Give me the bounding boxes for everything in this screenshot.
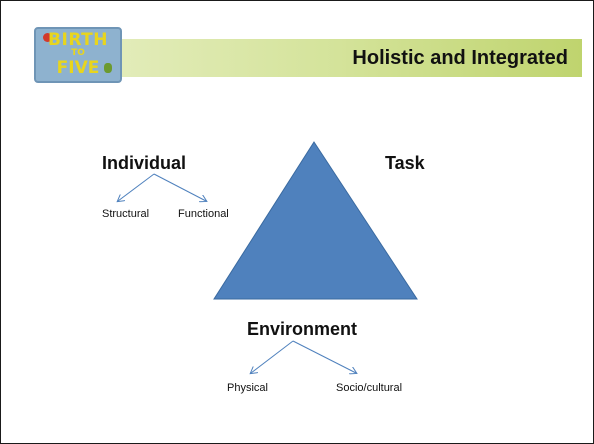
logo-cap-icon (43, 33, 52, 42)
triangle-shape (213, 141, 418, 300)
environment-to-sociocultural-arrow (292, 340, 356, 373)
title-bar: Holistic and Integrated (41, 39, 582, 77)
logo-leaf-icon (104, 63, 112, 73)
environment-to-physical-arrow (251, 340, 294, 373)
slide-title: Holistic and Integrated (352, 47, 568, 69)
logo-line-3: FIVE (56, 58, 100, 78)
environment-label: Environment (247, 319, 358, 339)
individual-to-functional-arrow (153, 173, 206, 201)
logo-line-2: TO (71, 48, 85, 58)
birth-to-five-logo: BIRTH TO FIVE (34, 27, 122, 83)
individual-label: Individual (102, 153, 187, 173)
physical-label: Physical (227, 382, 268, 394)
individual-to-structural-arrow (118, 173, 155, 201)
task-label: Task (385, 153, 425, 173)
structural-label: Structural (102, 208, 150, 220)
logo-line-1: BIRTH (48, 30, 108, 50)
functional-label: Functional (178, 208, 229, 220)
sociocultural-label: Socio/cultural (336, 382, 403, 394)
